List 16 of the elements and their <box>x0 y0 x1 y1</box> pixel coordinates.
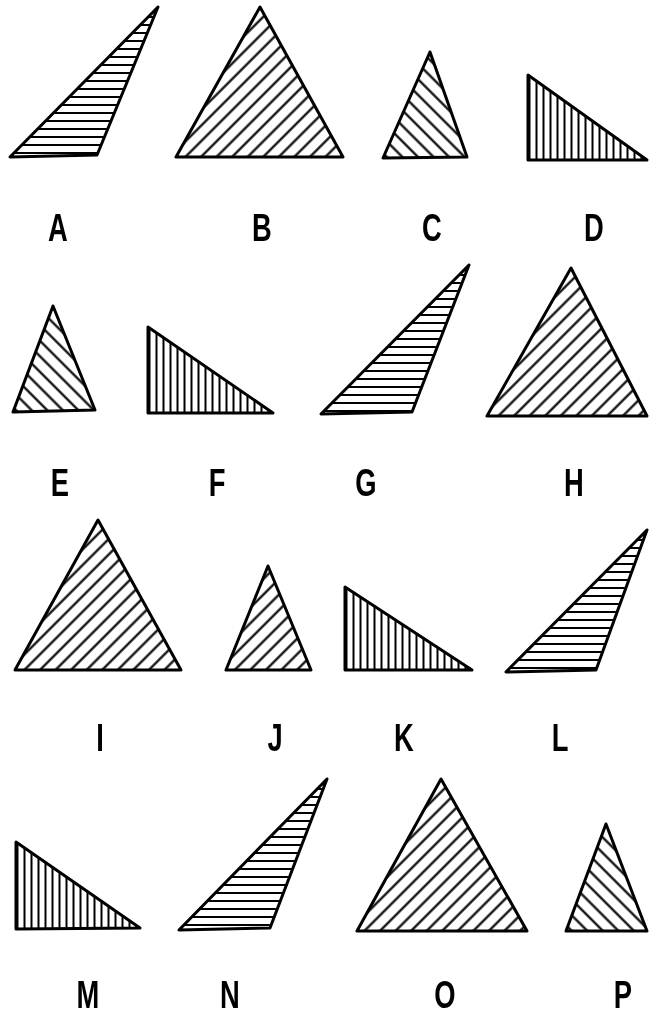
letter-label: M <box>76 975 100 1014</box>
letter-label: E <box>50 463 70 503</box>
letter-label: B <box>252 208 272 248</box>
letter-label: N <box>220 975 240 1014</box>
letter-label: C <box>422 208 442 248</box>
letter-label: A <box>48 208 68 248</box>
letter-label: P <box>613 975 633 1014</box>
letter-label: I <box>96 718 104 758</box>
letter-label: H <box>564 463 584 503</box>
letter-label: O <box>434 975 456 1014</box>
letter-label: K <box>394 718 414 758</box>
letter-label: L <box>551 718 569 758</box>
letter-label: J <box>267 718 283 758</box>
letter-label: G <box>355 463 377 503</box>
letter-label: D <box>584 208 604 248</box>
letter-label: F <box>208 463 226 503</box>
